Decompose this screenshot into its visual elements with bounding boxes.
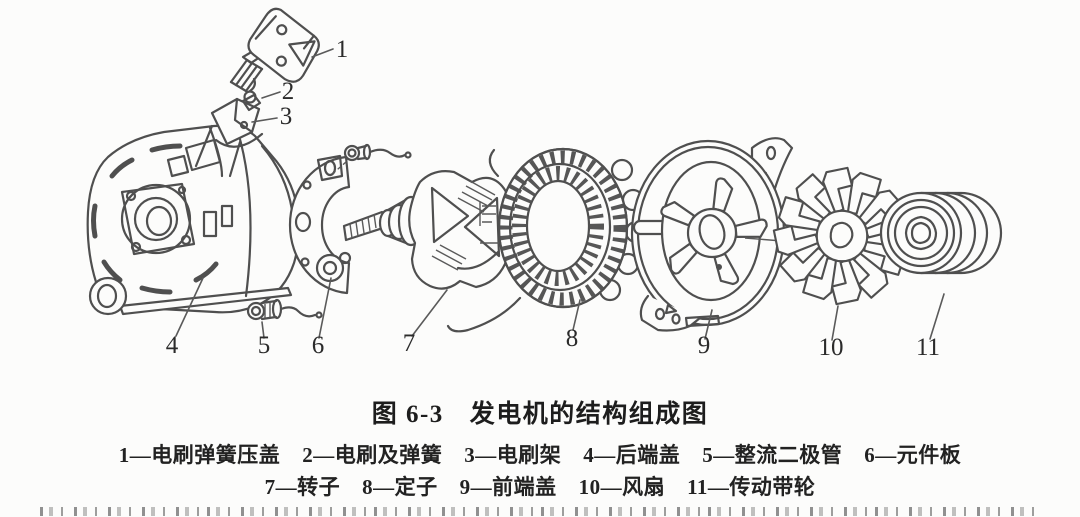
callout-4: 4 [166,332,179,359]
legend-row-2: 7—转子 8—定子 9—前端盖 10—风扇 11—传动带轮 [0,471,1080,501]
legend-item: 9—前端盖 [459,475,557,499]
part-rotor [342,170,517,290]
legend-item: 8—定子 [362,475,438,499]
callout-leader-lines [175,48,945,341]
callout-9: 9 [698,332,711,359]
legend-item: 11—传动带轮 [687,475,816,499]
legend-item: 6—元件板 [864,443,962,467]
figure-title: 发电机的结构组成图 [469,401,709,428]
legend-row-1: 1—电刷弹簧压盖 2—电刷及弹簧 3—电刷架 4—后端盖 5—整流二极管 6—元件板 [0,439,1080,469]
callout-2: 2 [282,78,295,105]
part-element-board [288,143,412,295]
part-fan [766,160,918,312]
callout-11: 11 [916,334,940,361]
part-brush-spring-cover [247,7,320,83]
clipped-text-line [40,507,1040,516]
part-drive-pulley [879,191,1003,275]
legend-item: 2—电刷及弹簧 [302,443,443,467]
callout-5: 5 [258,332,271,359]
figure-caption: 图 6-3 发电机的结构组成图 [0,394,1080,430]
legend-item: 4—后端盖 [583,443,681,467]
figure-number: 图 6-3 [371,401,444,428]
part-rear-end-cover [86,124,301,316]
legend-item: 10—风扇 [578,475,666,499]
callout-7: 7 [403,330,416,357]
callout-numbers: 1 2 3 4 5 6 7 8 9 10 11 [166,36,940,361]
callout-6: 6 [312,332,325,359]
legend-item: 1—电刷弹簧压盖 [118,443,281,467]
legend-item: 5—整流二极管 [702,443,843,467]
part-brush-holder [194,97,264,178]
part-stator [446,147,648,333]
part-front-end-cover [630,137,794,332]
callout-1: 1 [336,36,349,63]
part-rectifier-diode [246,298,323,321]
callout-3: 3 [280,103,293,130]
legend-item: 3—电刷架 [464,443,562,467]
exploded-diagram: 1 2 3 4 5 6 7 8 9 10 11 [86,7,1003,361]
callout-10: 10 [819,334,844,361]
callout-8: 8 [566,325,579,352]
legend-item: 7—转子 [264,475,341,499]
